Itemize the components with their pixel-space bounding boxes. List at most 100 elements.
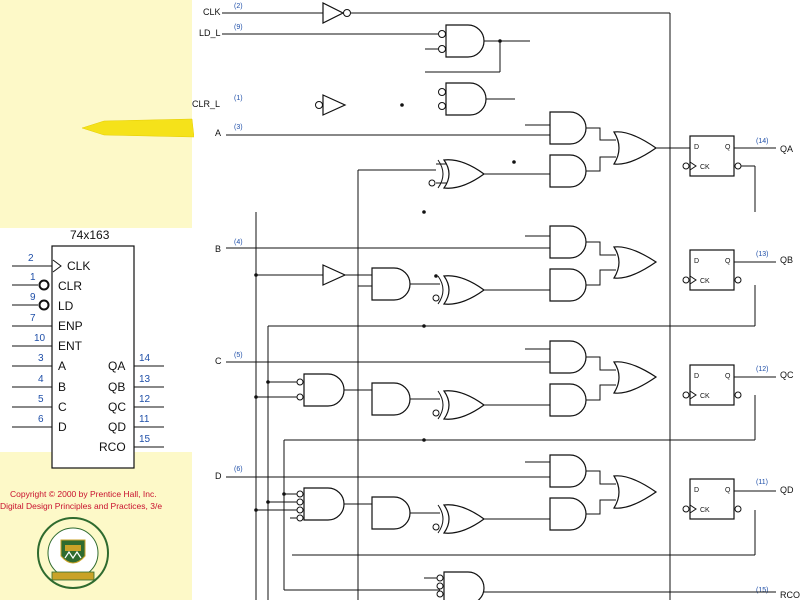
- pin-label-ld: LD: [58, 299, 74, 313]
- pin-num-b: 4: [38, 374, 44, 385]
- output-label-qc: QC: [780, 370, 794, 380]
- output-label-qb: QB: [780, 255, 793, 265]
- input-pin-c: (5): [234, 352, 243, 359]
- pin-num-d: 6: [38, 414, 44, 425]
- input-label-d: D: [215, 471, 222, 481]
- copyright-line-1: Copyright © 2000 by Prentice Hall, Inc.: [10, 489, 157, 499]
- chip-right-pins: 14 13 12 11 15 QA QB QC QD RCO: [99, 353, 164, 454]
- ld-and-gate: [445, 24, 485, 58]
- pin-num-qd: 11: [139, 414, 150, 425]
- output-pin-qc: (12): [756, 366, 768, 373]
- or-gate-b: [612, 246, 658, 279]
- pin-label-qc: QC: [108, 400, 126, 414]
- ff-a-q: Q: [725, 144, 731, 151]
- pin-label-d: D: [58, 420, 67, 434]
- pin-num-c: 5: [38, 394, 44, 405]
- and-gate-c3: [303, 373, 345, 407]
- input-label-a: A: [215, 128, 221, 138]
- pin-num-clr: 1: [30, 272, 36, 283]
- b-buffer: [322, 264, 347, 286]
- and-gate-d4: [371, 496, 411, 530]
- stage-c: D Q CK: [226, 340, 776, 590]
- and-gate-c1: [549, 340, 587, 374]
- xor-gate-a: [442, 159, 486, 189]
- output-pin-qd: (11): [756, 479, 768, 486]
- control-section: [222, 2, 671, 600]
- output-pin-qa: (14): [756, 138, 768, 145]
- input-label-c: C: [215, 356, 222, 366]
- schematic-output-labels: QA (14) QB (13) QC (12) QD (11) RCO (15): [756, 138, 800, 600]
- input-label-clr: CLR_L: [192, 99, 220, 109]
- flipflop-d: [689, 478, 735, 520]
- output-label-qa: QA: [780, 144, 793, 154]
- pin-label-rco: RCO: [99, 440, 126, 454]
- pin-label-clk: CLK: [67, 259, 90, 273]
- output-label-rco: RCO: [780, 590, 800, 600]
- copyright-text: Copyright © 2000 by Prentice Hall, Inc. …: [0, 488, 200, 512]
- stage-d: D Q CK: [226, 454, 776, 556]
- output-pin-qb: (13): [756, 251, 768, 258]
- pin-label-qb: QB: [108, 380, 125, 394]
- xor-gate-b: [442, 275, 486, 305]
- output-pin-rco: (15): [756, 587, 768, 594]
- and-gate-d3: [303, 487, 345, 521]
- ff-c-q: Q: [725, 373, 731, 380]
- pin-label-a: A: [58, 359, 66, 373]
- and-gate-d2: [549, 497, 587, 531]
- xor-gate-d: [442, 504, 486, 534]
- input-pin-a: (3): [234, 124, 243, 131]
- clr-buffer: [322, 94, 347, 116]
- rco-and-gate: [443, 571, 485, 600]
- flipflop-a: [689, 135, 735, 177]
- pin-label-qd: QD: [108, 420, 126, 434]
- chip-symbol: 74x163 2 1 9 7 10 3 4 5 6 CLK CLR LD ENP: [12, 228, 164, 469]
- pin-num-a: 3: [38, 353, 44, 364]
- input-pin-b: (4): [234, 239, 243, 246]
- ff-d-ck: CK: [700, 507, 710, 514]
- clr-and-gate: [445, 82, 487, 116]
- or-gate-d: [612, 475, 658, 509]
- and-gate-c4: [371, 382, 411, 416]
- ff-b-ck: CK: [700, 278, 710, 285]
- output-label-qd: QD: [780, 485, 794, 495]
- input-pin-ld: (9): [234, 24, 243, 31]
- and-gate-a2: [549, 154, 587, 188]
- and-gate-a1: [549, 111, 587, 145]
- pin-num-ent: 10: [34, 333, 46, 344]
- or-gate-c: [612, 361, 658, 394]
- pin-label-qa: QA: [108, 359, 125, 373]
- input-label-b: B: [215, 244, 221, 254]
- flipflop-b: [689, 249, 735, 291]
- pin-label-enp: ENP: [58, 319, 83, 333]
- pin-num-enp: 7: [30, 313, 36, 324]
- chip-left-pins: 2 1 9 7 10 3 4 5 6 CLK CLR LD ENP ENT A …: [12, 253, 90, 434]
- pin-num-qa: 14: [139, 353, 151, 364]
- pin-label-c: C: [58, 400, 67, 414]
- ff-c-ck: CK: [700, 393, 710, 400]
- pin-num-qb: 13: [139, 374, 151, 385]
- input-pin-clr: (1): [234, 95, 243, 102]
- stage-a: D Q CK: [226, 111, 776, 600]
- copyright-line-2: Digital Design Principles and Practices,…: [0, 501, 163, 511]
- clk-buffer: [322, 2, 345, 24]
- ff-b-d: D: [694, 258, 699, 265]
- left-panel-top: [0, 0, 192, 228]
- ff-d-d: D: [694, 487, 699, 494]
- pin-num-ld: 9: [30, 292, 36, 303]
- input-pin-clk: (2): [234, 3, 243, 10]
- pin-num-qc: 12: [139, 394, 151, 405]
- pin-label-clr: CLR: [58, 279, 82, 293]
- input-pin-d: (6): [234, 466, 243, 473]
- and-gate-b3: [371, 267, 411, 301]
- and-gate-b1: [549, 225, 587, 259]
- pin-label-ent: ENT: [58, 339, 83, 353]
- and-gate-b2: [549, 268, 587, 302]
- or-gate-a: [612, 131, 658, 165]
- and-gate-d1: [549, 454, 587, 488]
- xor-gate-c: [442, 390, 486, 420]
- ff-d-q: Q: [725, 487, 731, 494]
- pin-num-rco: 15: [139, 434, 151, 445]
- chip-title: 74x163: [70, 228, 110, 242]
- schematic-input-labels: CLK (2) LD_L (9) CLR_L (1) A (3) B (4) C…: [192, 3, 243, 481]
